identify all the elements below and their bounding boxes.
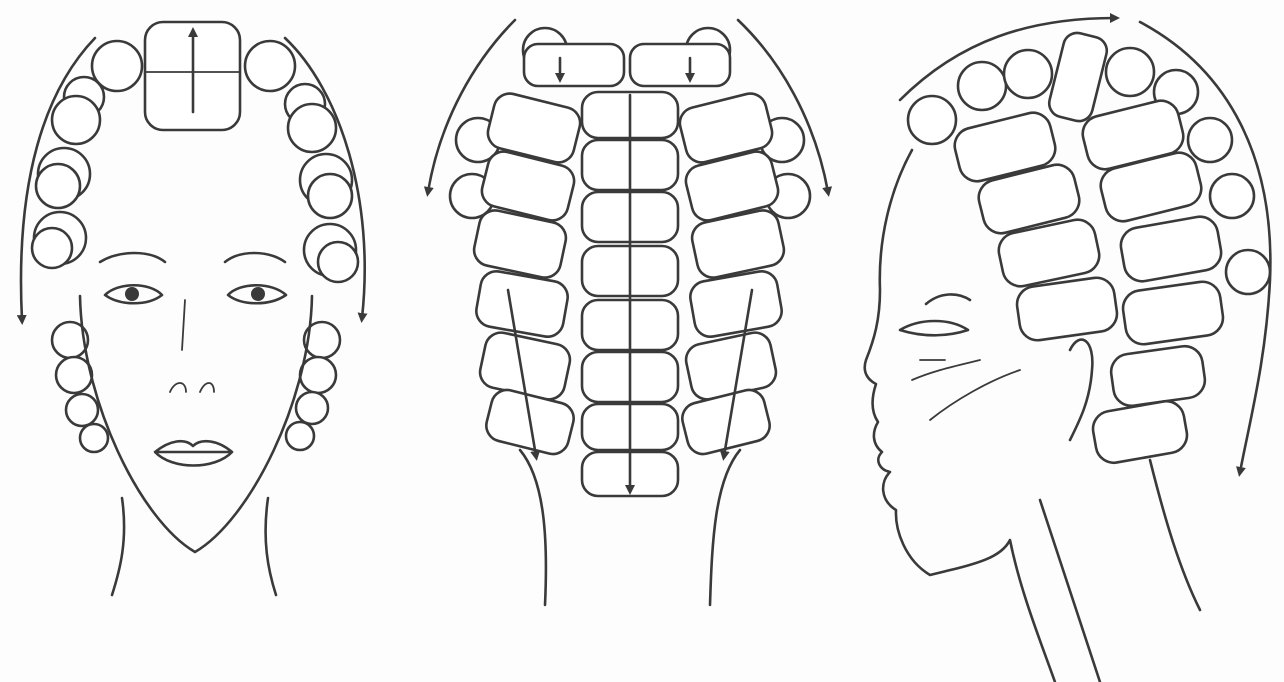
side-top-roller — [1046, 30, 1109, 124]
side-neck-back — [1150, 460, 1200, 610]
front-face-outline — [80, 296, 312, 552]
side-ear — [1070, 340, 1092, 440]
side-view-panel — [865, 18, 1271, 682]
front-view-panel — [21, 22, 365, 595]
back-neck — [520, 450, 546, 605]
front-left-rollers — [32, 41, 142, 452]
front-right-brow — [225, 253, 285, 262]
side-cheek-line — [930, 370, 1020, 420]
front-nose — [170, 300, 214, 392]
front-neck — [112, 498, 124, 595]
side-eye — [900, 321, 968, 335]
front-left-eye — [105, 285, 162, 303]
back-top-left-roller — [524, 44, 624, 86]
front-mouth — [155, 441, 232, 465]
side-brow — [926, 294, 970, 304]
front-left-brow — [100, 253, 165, 262]
back-view-panel — [428, 20, 828, 605]
front-right-rollers — [245, 41, 358, 450]
back-top-right-roller — [630, 44, 730, 86]
front-right-eye — [228, 285, 286, 303]
